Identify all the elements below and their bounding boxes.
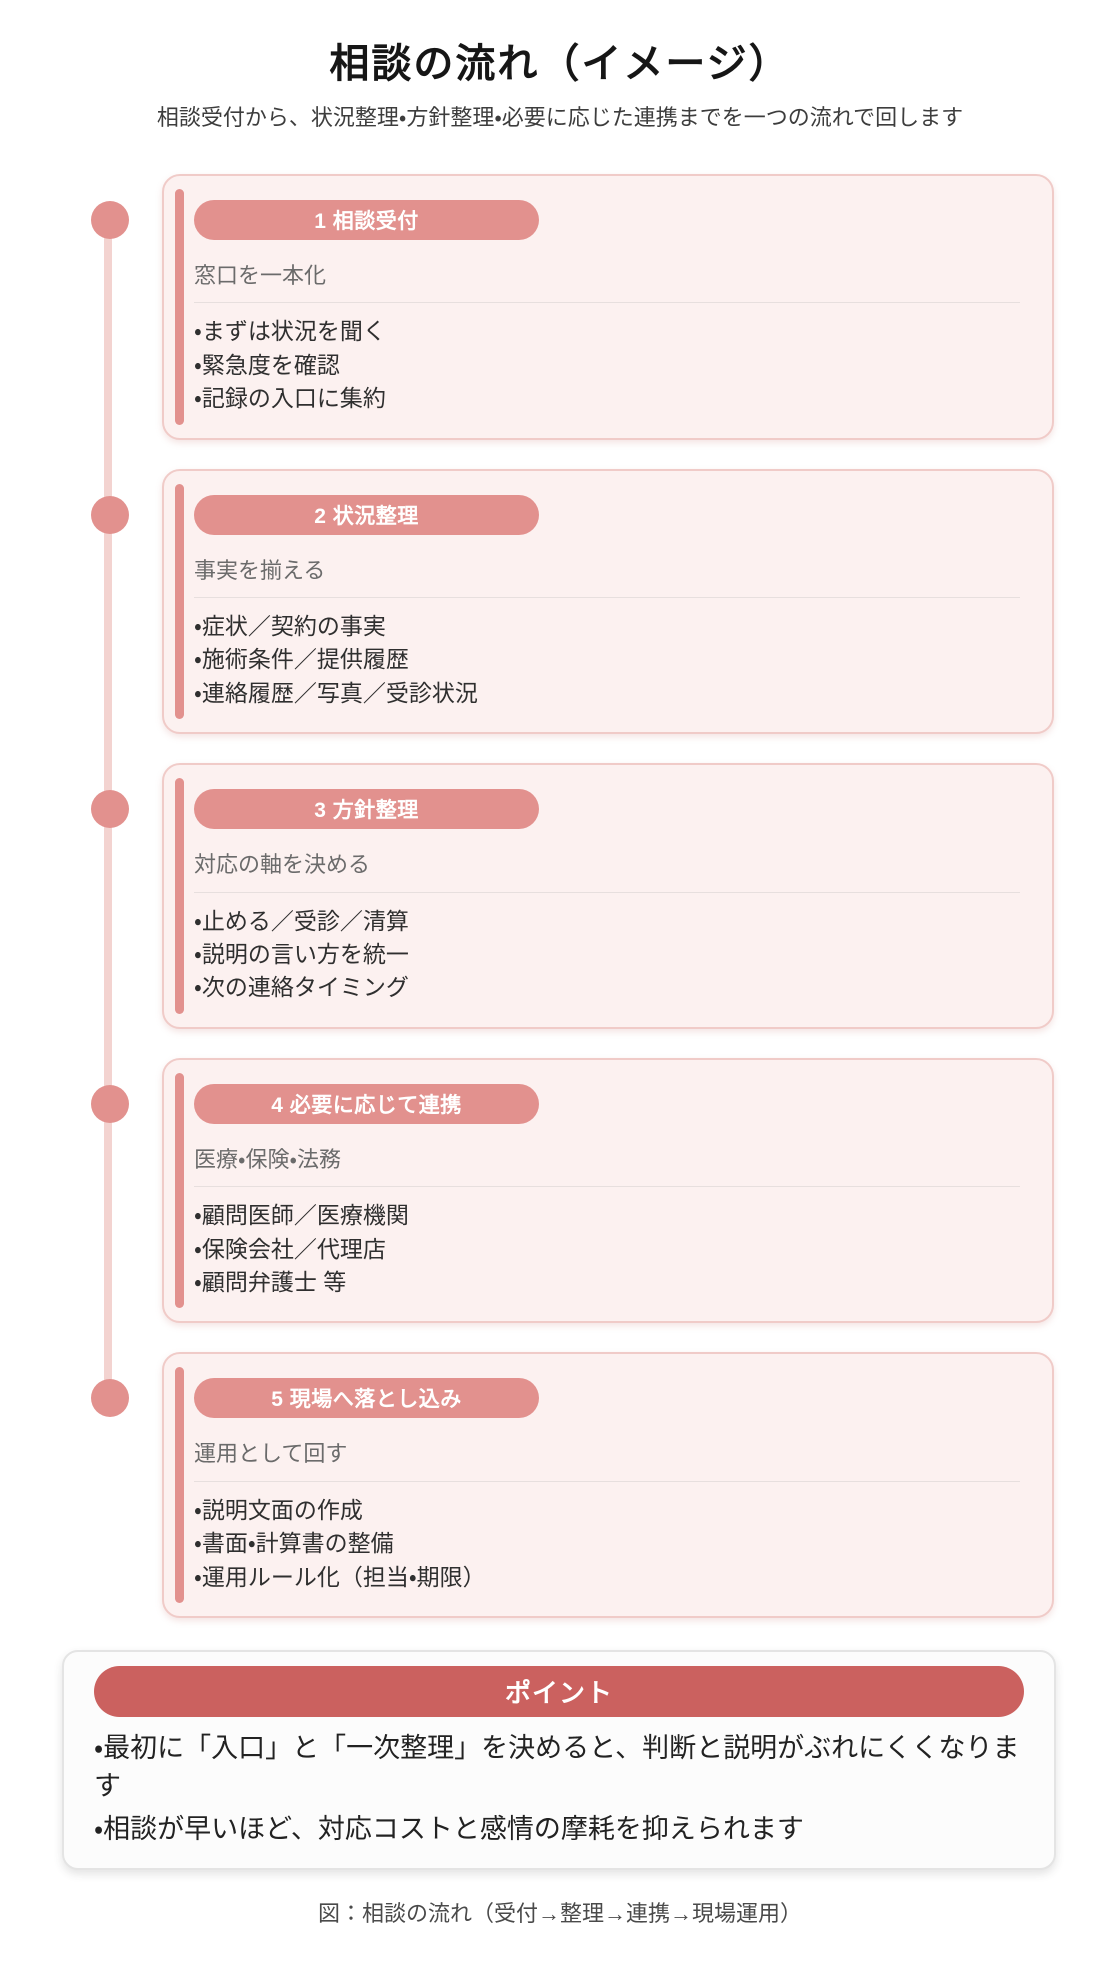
bullet-item: ・連絡履歴／写真／受診状況 [194,679,478,706]
step-card-5: 5 現場へ落とし込み 運用として回す ・説明文面の作成 ・書面・計算書の整備 ・… [91,1352,1054,1619]
bullet-item: ・止める／受診／清算 [194,907,409,934]
step-bullets-5: ・説明文面の作成 ・書面・計算書の整備 ・運用ルール化（担当・期限） [194,1494,1020,1594]
bullet-item: ・まずは状況を聞く [194,318,386,345]
bullet-item: ・緊急度を確認 [194,351,340,378]
step-accent-bar [175,188,184,425]
bullet-item: ・書面・計算書の整備 [194,1530,394,1557]
bullet-item: ・説明文面の作成 [194,1496,363,1523]
timeline-dot-4 [91,1084,129,1123]
step-subtitle-2: 事実を揃える [194,557,1020,599]
flow-timeline: 1 相談受付 窓口を一本化 ・まずは状況を聞く ・緊急度を確認 ・記録の入口に集… [0,173,1120,1619]
step-badge-4: 4 必要に応じて連携 [194,1083,539,1124]
step-subtitle-5: 運用として回す [194,1440,1020,1482]
step-accent-bar [175,483,184,720]
step-badge-1: 1 相談受付 [194,199,539,240]
step-subtitle-1: 窓口を一本化 [194,262,1020,304]
step-subtitle-4: 医療・保険・法務 [194,1146,1020,1188]
points-item: ・相談が早いほど、対応コストと感情の摩耗を抑えられます [94,1813,804,1844]
step-accent-bar [175,778,184,1014]
bullet-item: ・症状／契約の事実 [194,613,386,640]
points-list: ・最初に「入口」と「一次整理」を決めると、判断と説明がぶれにくくなります ・相談… [94,1729,1024,1848]
points-item: ・最初に「入口」と「一次整理」を決めると、判断と説明がぶれにくくなります [94,1733,1020,1802]
step-bullets-1: ・まずは状況を聞く ・緊急度を確認 ・記録の入口に集約 [194,315,1020,415]
step-badge-3: 3 方針整理 [194,789,539,830]
step-card-1: 1 相談受付 窓口を一本化 ・まずは状況を聞く ・緊急度を確認 ・記録の入口に集… [91,173,1054,440]
step-accent-bar [175,1367,184,1604]
timeline-dot-5 [91,1379,129,1418]
step-bullets-2: ・症状／契約の事実 ・施術条件／提供履歴 ・連絡履歴／写真／受診状況 [194,610,1020,710]
timeline-dot-1 [91,200,129,239]
step-card-2: 2 状況整理 事実を揃える ・症状／契約の事実 ・施術条件／提供履歴 ・連絡履歴… [91,468,1054,735]
step-badge-5: 5 現場へ落とし込み [194,1378,539,1419]
step-subtitle-3: 対応の軸を決める [194,851,1020,893]
points-card: ポイント ・最初に「入口」と「一次整理」を決めると、判断と説明がぶれにくくなりま… [62,1650,1056,1870]
bullet-item: ・顧問弁護士 等 [194,1269,347,1296]
step-bullets-3: ・止める／受診／清算 ・説明の言い方を統一 ・次の連絡タイミング [194,905,1020,1005]
step-bullets-4: ・顧問医師／医療機関 ・保険会社／代理店 ・顧問弁護士 等 [194,1199,1020,1299]
step-accent-bar [175,1072,184,1309]
bullet-item: ・施術条件／提供履歴 [194,646,409,673]
figure-caption: 図：相談の流れ（受付→整理→連携→現場運用） [317,1901,802,1926]
step-card-4: 4 必要に応じて連携 医療・保険・法務 ・顧問医師／医療機関 ・保険会社／代理店… [91,1057,1054,1324]
timeline-dot-3 [91,790,129,829]
points-badge: ポイント [94,1666,1024,1718]
page-subtitle: 相談受付から、状況整理・方針整理・必要に応じた連携までを一つの流れで回します [156,105,964,130]
bullet-item: ・説明の言い方を統一 [194,941,409,968]
timeline-dot-2 [91,495,129,534]
bullet-item: ・記録の入口に集約 [194,385,386,412]
bullet-item: ・保険会社／代理店 [194,1235,386,1262]
bullet-item: ・顧問医師／医療機関 [194,1202,409,1229]
bullet-item: ・運用ルール化（担当・期限） [194,1563,486,1590]
step-card-3: 3 方針整理 対応の軸を決める ・止める／受診／清算 ・説明の言い方を統一 ・次… [91,763,1054,1029]
page-title: 相談の流れ（イメージ） [329,42,791,86]
bullet-item: ・次の連絡タイミング [194,974,409,1001]
step-badge-2: 2 状況整理 [194,494,539,535]
